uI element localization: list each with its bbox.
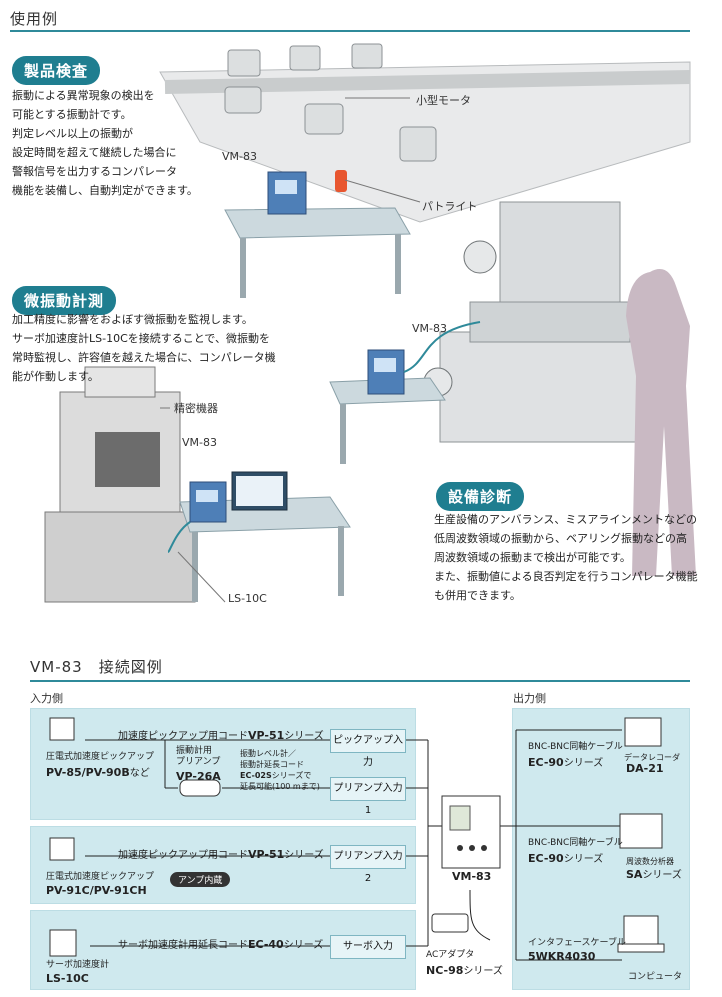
- text-diagnosis: 生産設備のアンバランス、ミスアラインメントなどの 低周波数領域の振動から、ベアリ…: [434, 513, 698, 602]
- box-pickup-input: ピックアップ入力: [330, 729, 406, 768]
- callout-patlite: パトライト: [422, 200, 478, 213]
- center-model: VM-83: [452, 870, 492, 883]
- callout-vm83-3: VM-83: [412, 322, 447, 335]
- connection-rule: [30, 680, 690, 682]
- label-inspection: 製品検査: [12, 56, 101, 85]
- row3-sensor-model: LS-10C: [46, 972, 89, 985]
- row1-cable: 加速度ピックアップ用コードVP-51シリーズ: [118, 729, 324, 742]
- row3-sensor-desc: サーボ加速度計: [46, 960, 110, 970]
- box-preamp-input-2: プリアンプ入力2: [330, 845, 406, 884]
- panel-row1: [30, 708, 416, 820]
- row1-preamp-label: 振動計用 プリアンプ: [176, 746, 221, 767]
- row2-sensor-model: PV-91C/PV-91CH: [46, 884, 147, 897]
- out1-cable: BNC-BNC同軸ケーブル: [528, 742, 623, 752]
- box-preamp-input-1: プリアンプ入力1: [330, 777, 406, 816]
- adapter-label: ACアダプタ: [426, 950, 475, 960]
- out1-device-desc: データレコーダ: [624, 753, 680, 762]
- out3-cable: インタフェースケーブル: [528, 938, 627, 948]
- out1-device-model: DA-21: [626, 762, 664, 775]
- text-micro: 加工精度に影響をおよぼす微振動を監視します。 サーボ加速度計LS-10Cを接続す…: [12, 313, 276, 383]
- text-inspection: 振動による異常現象の検出を 可能とする振動計です。 判定レベル以上の振動が 設定…: [12, 89, 198, 197]
- callout-vm83-1: VM-83: [222, 150, 257, 163]
- callout-precision: 精密機器: [174, 402, 218, 415]
- out2-device-desc: 周波数分析器: [626, 857, 674, 866]
- illustration: [44, 43, 696, 603]
- row2-sensor-desc: 圧電式加速度ピックアップ: [46, 872, 155, 882]
- out1-cable-model: EC-90シリーズ: [528, 756, 604, 769]
- title-rule: [10, 30, 690, 32]
- out3-device-desc: コンピュータ: [628, 972, 683, 982]
- wiring: [49, 717, 665, 961]
- label-diagnosis: 設備診断: [436, 482, 525, 511]
- label-micro: 微振動計測: [12, 286, 117, 315]
- box-servo-input: サーボ入力: [330, 935, 406, 959]
- row1-preamp-model: VP-26A: [176, 770, 221, 783]
- page-title: 使用例: [10, 10, 59, 28]
- row1-sensor-desc: 圧電式加速度ピックアップ: [46, 752, 155, 762]
- row3-cable: サーボ加速度計用延長コードEC-40シリーズ: [118, 938, 324, 951]
- connection-title: VM-83 接続図例: [30, 658, 163, 676]
- callout-vm83-2: VM-83: [182, 436, 217, 449]
- row2-tag: アンプ内蔵: [170, 872, 231, 887]
- panel-outputs: [512, 708, 690, 990]
- out2-device-model: SAシリーズ: [626, 868, 682, 881]
- out3-cable-model: 5WKR4030: [528, 950, 596, 963]
- callout-motor: 小型モータ: [416, 94, 471, 107]
- input-side-label: 入力側: [30, 692, 63, 705]
- out2-cable: BNC-BNC同軸ケーブル: [528, 838, 623, 848]
- adapter-model: NC-98シリーズ: [426, 964, 503, 977]
- row1-sensor: PV-85/PV-90Bなど: [46, 766, 150, 779]
- callout-ls10c: LS-10C: [228, 592, 267, 605]
- output-side-label: 出力側: [513, 692, 546, 705]
- out2-cable-model: EC-90シリーズ: [528, 852, 604, 865]
- row2-cable: 加速度ピックアップ用コードVP-51シリーズ: [118, 848, 324, 861]
